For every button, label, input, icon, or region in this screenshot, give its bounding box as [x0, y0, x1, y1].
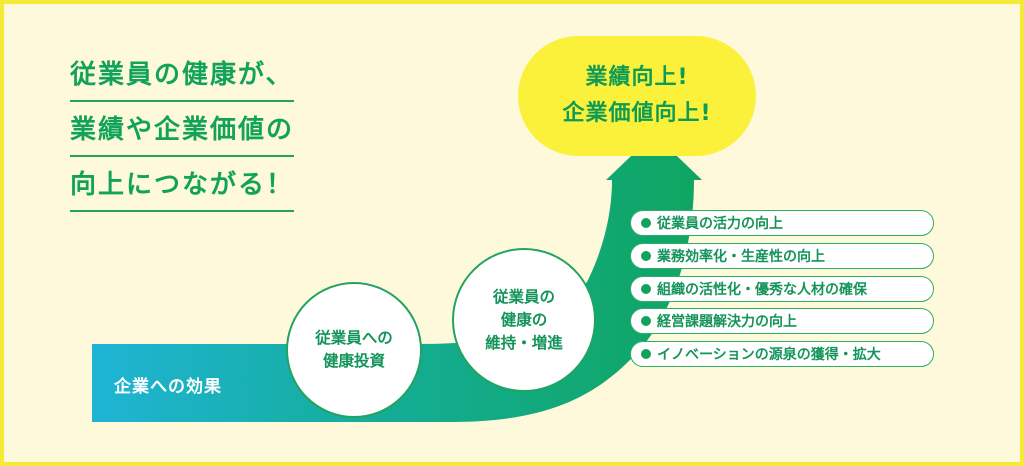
benefit-item: 従業員の活力の向上 — [630, 210, 934, 236]
benefit-item: 業務効率化・生産性の向上 — [630, 242, 934, 269]
benefit-list: 従業員の活力の向上 業務効率化・生産性の向上 組織の活性化・優秀な人材の確保 経… — [630, 210, 934, 374]
benefit-text: 業務効率化・生産性の向上 — [657, 248, 825, 265]
goal-line: 企業価値向上! — [562, 101, 712, 126]
bullet-dot-icon — [641, 349, 651, 360]
goal-pill: 業績向上! 企業価値向上! — [518, 36, 756, 156]
goal-line: 業績向上! — [585, 65, 689, 90]
bullet-dot-icon — [641, 316, 651, 327]
bullet-dot-icon — [641, 283, 651, 294]
benefit-text: イノベーションの源泉の獲得・拡大 — [657, 347, 881, 364]
step-line: 維持・増進 — [485, 333, 563, 352]
headline-line: 向上につながる！ — [70, 168, 295, 212]
step-line: 健康投資 — [322, 352, 385, 370]
headline-line: 業績や企業価値の — [70, 113, 295, 157]
step-line: 従業員への — [315, 329, 393, 347]
headline: 従業員の健康が、 業績や企業価値の 向上につながる！ — [70, 58, 295, 223]
step-line: 健康の — [500, 310, 548, 329]
headline-line: 従業員の健康が、 — [70, 58, 295, 102]
step-line: 従業員の — [492, 287, 555, 306]
benefit-text: 組織の活性化・優秀な人材の確保 — [657, 281, 867, 298]
benefit-item: 経営課題解決力の向上 — [630, 308, 934, 335]
bullet-dot-icon — [641, 250, 651, 261]
effect-label: 企業への効果 — [114, 377, 222, 397]
benefit-text: 従業員の活力の向上 — [657, 216, 783, 232]
benefit-text: 経営課題解決力の向上 — [657, 314, 797, 331]
step-health-maintenance: 従業員の 健康の 維持・増進 — [452, 248, 596, 392]
step-health-investment: 従業員への 健康投資 — [286, 282, 422, 418]
bullet-dot-icon — [641, 218, 651, 228]
benefit-item: 組織の活性化・優秀な人材の確保 — [630, 275, 934, 302]
benefit-item: イノベーションの源泉の獲得・拡大 — [630, 341, 934, 368]
